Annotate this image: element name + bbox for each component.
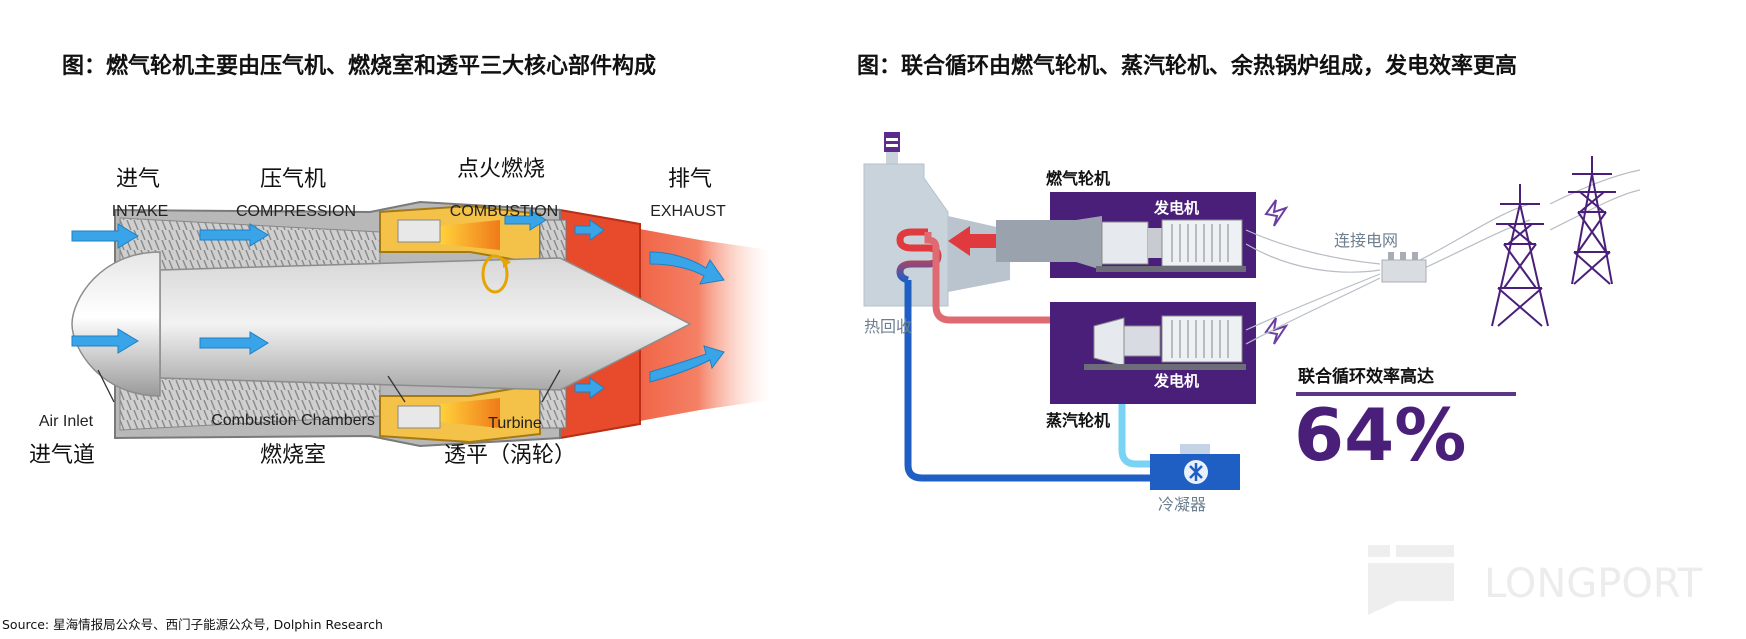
stage-intake-cn: 进气 bbox=[116, 167, 160, 192]
part-combustion-chambers-en: Combustion Chambers bbox=[211, 412, 375, 429]
efficiency-underline bbox=[1296, 392, 1516, 396]
stage-compression-cn: 压气机 bbox=[260, 167, 326, 192]
airflow-arrows bbox=[71, 209, 725, 399]
lightning-icon bbox=[1264, 199, 1289, 227]
combined-cycle-diagram: 燃气轮机 发电机 发电机 蒸汽轮机 热回收 冷凝器 bbox=[863, 132, 1640, 514]
combustion-chamber-top bbox=[379, 204, 541, 266]
generator-label-bottom: 发电机 bbox=[1153, 372, 1199, 390]
steam-turbine-machine bbox=[1084, 315, 1246, 370]
stage-compression-en: COMPRESSION bbox=[236, 203, 356, 220]
condensate-pipe bbox=[1118, 360, 1150, 468]
generator-label-top: 发电机 bbox=[1153, 199, 1199, 217]
source-note: Source: 星海情报局公众号、西门子能源公众号, Dolphin Resea… bbox=[2, 617, 383, 632]
fan-icon bbox=[1189, 463, 1203, 481]
part-air-inlet-en: Air Inlet bbox=[39, 413, 94, 430]
longport-logo-icon bbox=[1368, 545, 1454, 615]
nose-cone bbox=[71, 251, 161, 397]
gas-turbine-diagram: 进气 INTAKE 压气机 COMPRESSION 点火燃烧 COMBUSTIO… bbox=[29, 157, 770, 468]
condenser-label: 冷凝器 bbox=[1158, 495, 1206, 514]
part-turbine-cn: 透平（涡轮） bbox=[444, 443, 576, 468]
transmission-tower-icon bbox=[1568, 156, 1616, 285]
combustion-chamber-bottom bbox=[379, 382, 541, 444]
longport-watermark: LONGPORT bbox=[1368, 545, 1703, 615]
gas-turbine-label: 燃气轮机 bbox=[1046, 169, 1110, 188]
rotation-arrow-icon bbox=[481, 254, 511, 294]
efficiency-caption: 联合循环效率高达 bbox=[1298, 366, 1434, 387]
stage-intake-en: INTAKE bbox=[112, 203, 169, 220]
part-combustion-chambers-cn: 燃烧室 bbox=[260, 443, 326, 468]
part-turbine-en: Turbine bbox=[488, 415, 542, 432]
part-air-inlet-cn: 进气道 bbox=[29, 443, 95, 468]
leader-lines bbox=[97, 369, 561, 403]
gas-turbine-machine bbox=[996, 216, 1246, 272]
transmission-tower-icon bbox=[1491, 184, 1549, 327]
steam-turbine-label: 蒸汽轮机 bbox=[1046, 411, 1110, 430]
stage-combustion-cn: 点火燃烧 bbox=[457, 157, 545, 182]
stage-exhaust-en: EXHAUST bbox=[650, 203, 726, 220]
condenser-unit bbox=[1150, 444, 1240, 490]
left-panel-title: 图：燃气轮机主要由压气机、燃烧室和透平三大核心部件构成 bbox=[62, 54, 657, 79]
substation-icon bbox=[1381, 252, 1427, 283]
lightning-icon bbox=[1264, 317, 1289, 345]
watermark-text: LONGPORT bbox=[1484, 561, 1703, 607]
right-panel-title: 图：联合循环由燃气轮机、蒸汽轮机、余热锅炉组成，发电效率更高 bbox=[857, 54, 1518, 79]
cold-return-pipe bbox=[904, 280, 1150, 482]
stage-combustion-en: COMBUSTION bbox=[450, 203, 558, 220]
grid-label: 连接电网 bbox=[1334, 231, 1398, 250]
efficiency-value: 64% bbox=[1294, 393, 1466, 477]
heat-recovery-label: 热回收 bbox=[864, 317, 912, 336]
stage-exhaust-cn: 排气 bbox=[668, 167, 712, 192]
